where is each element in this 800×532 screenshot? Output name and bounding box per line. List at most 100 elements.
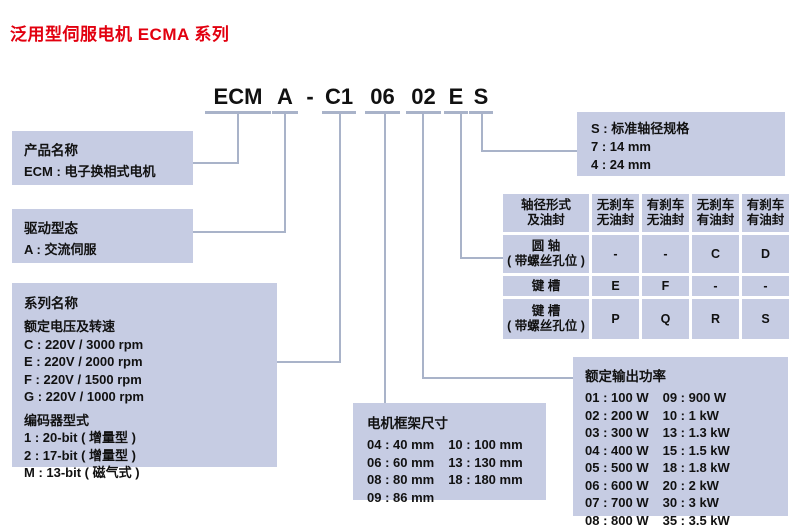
box-title: 额定输出功率	[585, 369, 666, 384]
table-value-cell: S	[742, 299, 789, 339]
table-col-header: 无刹车 无油封	[592, 194, 639, 232]
power-item: 05 : 500 W	[585, 460, 649, 475]
power-item: 03 : 300 W	[585, 425, 649, 440]
table-corner-header: 轴径形式 及油封	[503, 194, 589, 232]
header-line: 无油封	[596, 213, 635, 227]
power-item: 07 : 700 W	[585, 495, 649, 510]
product-name-box: 产品名称 ECM : 电子换相式电机	[12, 131, 193, 185]
frame-size-item: 13 : 130 mm	[448, 454, 523, 470]
drive-type-box: 驱动型态 A : 交流伺服	[12, 209, 193, 263]
frame-size-col2: 10 : 100 mm 13 : 130 mm 18 : 180 mm	[448, 436, 522, 506]
table-value-cell: F	[642, 276, 689, 296]
model-segment-text: A	[277, 84, 293, 109]
model-segment-s: S	[469, 86, 493, 114]
model-segment-text: 06	[370, 84, 395, 109]
table-row-label: 键 槽 ( 带螺丝孔位 )	[503, 299, 589, 339]
power-col1: 01 : 100 W 02 : 200 W 03 : 300 W 04 : 40…	[585, 389, 649, 529]
model-segment-a: A	[272, 86, 298, 114]
power-item: 35 : 3.5 kW	[662, 512, 730, 528]
connector-s-vertical	[481, 112, 483, 152]
power-item: 04 : 400 W	[585, 442, 649, 458]
table-value-cell: -	[592, 235, 639, 273]
row-label-line: 键 槽	[531, 304, 561, 318]
voltage-item: C : 220V / 3000 rpm	[24, 336, 144, 352]
series-name-box: 系列名称 额定电压及转速 C : 220V / 3000 rpm E : 220…	[12, 283, 277, 480]
connector-a-vertical	[284, 112, 286, 233]
table-col-header: 有刹车 有油封	[742, 194, 789, 232]
header-line: 轴径形式	[520, 198, 571, 212]
table-value-cell: C	[692, 235, 739, 273]
table-value-cell: R	[692, 299, 739, 339]
table-value-cell: D	[742, 235, 789, 273]
frame-size-item: 10 : 100 mm	[448, 437, 523, 452]
encoder-item: M : 13-bit ( 磁气式 )	[24, 465, 140, 480]
header-line: 有刹车	[746, 198, 785, 212]
row-label-line: 键 槽	[531, 278, 561, 293]
table-value-cell: Q	[642, 299, 689, 339]
table-col-header: 无刹车 有油封	[692, 194, 739, 232]
model-segment-text: E	[448, 84, 464, 109]
rated-power-box: 额定输出功率 01 : 100 W 02 : 200 W 03 : 300 W …	[573, 357, 788, 528]
page-title: 泛用型伺服电机 ECMA 系列	[10, 25, 230, 44]
header-line: 无刹车	[596, 198, 635, 212]
model-segment-c1: C1	[322, 86, 356, 114]
power-item: 30 : 3 kW	[662, 495, 719, 510]
encoder-item: 2 : 17-bit ( 增量型 )	[24, 447, 136, 463]
power-item: 06 : 600 W	[585, 477, 649, 493]
table-value-cell: E	[592, 276, 639, 296]
voltage-item: G : 220V / 1000 rpm	[24, 389, 144, 404]
header-line: 有刹车	[646, 198, 685, 212]
table-value-cell: P	[592, 299, 639, 339]
connector-a-horizontal	[193, 231, 286, 233]
power-item: 08 : 800 W	[585, 512, 649, 528]
voltage-speed-header: 额定电压及转速	[24, 319, 116, 334]
shaft-spec-item: 7 : 14 mm	[591, 139, 651, 154]
segment-underline	[444, 111, 468, 114]
row-label-line: ( 带螺丝孔位 )	[507, 254, 585, 268]
connector-ecm-vertical	[237, 112, 239, 164]
connector-e-vertical	[460, 112, 462, 259]
connector-c1-horizontal	[274, 361, 341, 363]
power-item: 13 : 1.3 kW	[662, 425, 730, 440]
table-value-cell: -	[692, 276, 739, 296]
model-segment-text: ECM	[213, 84, 263, 109]
connector-06-vertical	[384, 112, 386, 405]
frame-size-box: 电机框架尺寸 04 : 40 mm 06 : 60 mm 08 : 80 mm …	[353, 403, 546, 505]
power-item: 15 : 1.5 kW	[662, 442, 730, 458]
model-segment-e: E	[444, 86, 468, 114]
segment-underline	[365, 111, 400, 114]
header-line: 有油封	[696, 213, 735, 227]
table-row-label: 圆 轴 ( 带螺丝孔位 )	[503, 235, 589, 273]
row-label-line: ( 带螺丝孔位 )	[507, 319, 585, 333]
frame-size-col1: 04 : 40 mm 06 : 60 mm 08 : 80 mm 09 : 86…	[367, 436, 434, 506]
row-label-line: 圆 轴	[531, 239, 561, 253]
shaft-spec-item: S : 标准轴径规格	[591, 121, 690, 136]
box-title: 驱动型态	[24, 221, 78, 236]
frame-size-item: 08 : 80 mm	[367, 472, 435, 487]
box-title: 产品名称	[24, 143, 78, 158]
table-value-cell: -	[642, 235, 689, 273]
frame-size-item: 09 : 86 mm	[367, 489, 435, 505]
power-item: 10 : 1 kW	[662, 407, 719, 423]
model-segment-text: S	[473, 84, 489, 109]
model-segment-text: 02	[411, 84, 436, 109]
voltage-item: F : 220V / 1500 rpm	[24, 371, 142, 387]
frame-size-item: 06 : 60 mm	[367, 454, 435, 470]
power-item: 20 : 2 kW	[662, 477, 719, 493]
table-col-header: 有刹车 无油封	[642, 194, 689, 232]
connector-e-horizontal	[460, 257, 503, 259]
header-line: 无刹车	[696, 198, 735, 212]
model-segment-dash: -	[300, 86, 320, 108]
connector-02-vertical	[422, 112, 424, 379]
model-segment-text: -	[306, 84, 314, 109]
model-segment-text: C1	[324, 84, 354, 109]
shaft-oil-seal-table: 轴径形式 及油封 无刹车 无油封 有刹车 无油封 无刹车 有油封 有刹车 有油封…	[503, 194, 789, 339]
power-col2: 09 : 900 W 10 : 1 kW 13 : 1.3 kW 15 : 1.…	[663, 389, 730, 529]
shaft-spec-box: S : 标准轴径规格 7 : 14 mm 4 : 24 mm	[577, 112, 785, 176]
frame-size-item: 04 : 40 mm	[367, 437, 435, 452]
frame-size-columns: 04 : 40 mm 06 : 60 mm 08 : 80 mm 09 : 86…	[367, 436, 532, 506]
frame-size-item: 18 : 180 mm	[448, 472, 523, 487]
connector-ecm-horizontal	[193, 162, 239, 164]
power-columns: 01 : 100 W 02 : 200 W 03 : 300 W 04 : 40…	[585, 389, 776, 529]
